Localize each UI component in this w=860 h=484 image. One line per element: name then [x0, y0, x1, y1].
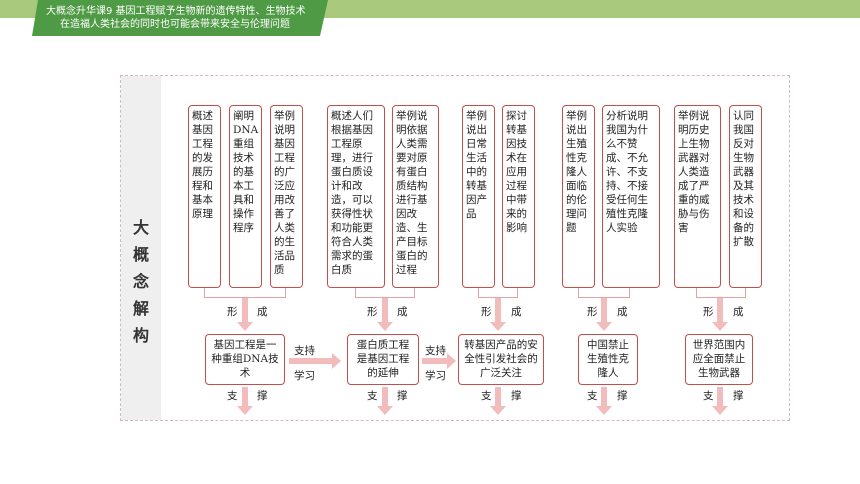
support-label-1: 支 [587, 390, 598, 402]
side-title: 大 概 念 解 构 [127, 214, 155, 349]
support-label-2: 撑 [397, 390, 408, 402]
support-label-1: 支 [703, 390, 714, 402]
side-strip [121, 76, 161, 420]
concept-box: 概述人们根据基因工程原理，进行蛋白质设计和改造，可以获得性状和功能更符合人类需求… [327, 105, 385, 288]
form-label-1: 形 [703, 306, 714, 318]
form-label-1: 形 [227, 306, 238, 318]
form-label-1: 形 [481, 306, 492, 318]
result-box: 蛋白质工程是基因工程的延伸 [347, 334, 419, 385]
concept-box: 探讨转基因技术在应用过程中带来的影响 [502, 105, 535, 288]
support-label-1: 支 [367, 390, 378, 402]
link-label-bottom: 学习 [294, 370, 315, 382]
result-box: 转基因产品的安全性引发社会的广泛关注 [458, 334, 544, 385]
concept-box: 举例说明依据人类需要对原有蛋白质结构进行基因改造、生产目标蛋白的过程 [392, 105, 439, 288]
side-title-char: 构 [132, 326, 149, 345]
side-title-char: 概 [132, 245, 149, 264]
link-label-top: 支持 [294, 345, 315, 357]
form-label-2: 成 [733, 306, 744, 318]
concept-box: 分析说明我国为什么不赞成、不允许、不支持、不接受任何生殖性克隆人实验 [602, 105, 660, 288]
side-title-char: 大 [132, 218, 149, 237]
side-title-char: 解 [132, 299, 149, 318]
group-brace [204, 288, 286, 298]
concept-box: 举例说出日常生活中的转基因产品 [462, 105, 495, 288]
link-label-top: 支持 [425, 345, 446, 357]
concept-box: 认同我国反对生物武器及其技术和设备的扩散 [729, 105, 762, 288]
form-label-2: 成 [617, 306, 628, 318]
support-label-2: 撑 [733, 390, 744, 402]
concept-box: 举例说明历史上生物武器对人类造成了严重的威胁与伤害 [674, 105, 721, 288]
form-label-2: 成 [257, 306, 268, 318]
result-box: 世界范围内应全面禁止生物武器 [685, 334, 753, 385]
concept-box: 举例说出生殖性克隆人面临的伦理问题 [562, 105, 595, 288]
group-brace [696, 288, 746, 298]
form-label-2: 成 [397, 306, 408, 318]
lesson-title-line-1: 大概念升华课9 基因工程赋予生物新的遗传特性、生物技术 [46, 6, 306, 17]
support-label-1: 支 [227, 390, 238, 402]
group-brace [355, 288, 415, 298]
form-label-2: 成 [511, 306, 522, 318]
concept-box: 举例说明基因工程的广泛应用改善了人类的生活品质 [270, 105, 303, 288]
lesson-title-line-2: 在造福人类社会的同时也可能会带来安全与伦理问题 [60, 19, 290, 30]
group-brace [578, 288, 630, 298]
side-title-char: 念 [132, 272, 149, 291]
link-label-bottom: 学习 [425, 370, 446, 382]
concept-box: 概述基因工程的发展历程和基本原理 [188, 105, 221, 288]
result-box: 基因工程是一种重组DNA技术 [205, 334, 285, 385]
lesson-title-banner: 大概念升华课9 基因工程赋予生物新的遗传特性、生物技术 在造福人类社会的同时也可… [32, 0, 328, 36]
support-label-2: 撑 [257, 390, 268, 402]
concept-box: 阐明DNA重组技术的基本工具和操作程序 [229, 105, 262, 288]
support-label-1: 支 [481, 390, 492, 402]
form-label-1: 形 [367, 306, 378, 318]
form-label-1: 形 [587, 306, 598, 318]
result-box: 中国禁止生殖性克隆人 [578, 334, 638, 385]
group-brace [478, 288, 518, 298]
support-label-2: 撑 [511, 390, 522, 402]
support-label-2: 撑 [617, 390, 628, 402]
